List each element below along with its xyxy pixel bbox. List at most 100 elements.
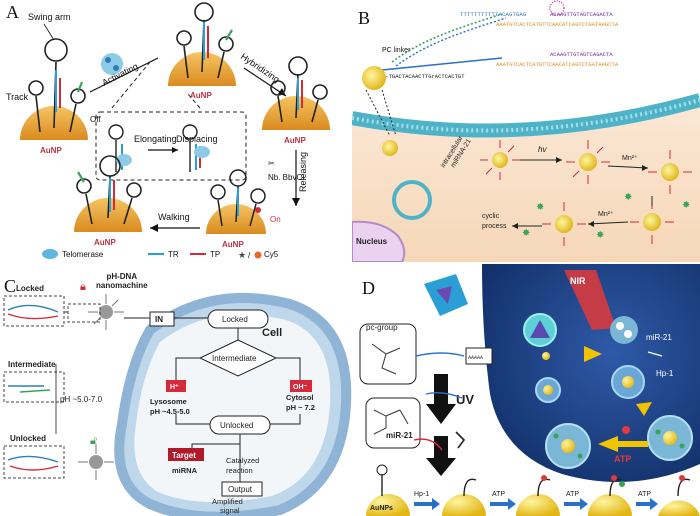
elongating-label: Elongating xyxy=(134,134,177,144)
off-label: Off xyxy=(90,115,101,124)
aunp-label-left: AuNP xyxy=(40,146,62,155)
cytosol-ph-label: pH ~ 7.2 xyxy=(286,403,315,412)
machine-locked xyxy=(99,305,113,319)
uv-label: UV xyxy=(456,392,474,407)
in-label: IN xyxy=(155,315,163,324)
mn-label: Mn²⁺ xyxy=(622,155,638,162)
output-box xyxy=(221,481,263,497)
catalyzed-label: Catalyzed xyxy=(226,456,259,465)
lock-icon: 🔒︎ xyxy=(80,281,86,293)
atp-label: ATP xyxy=(614,454,631,464)
walking-label: Walking xyxy=(158,212,190,222)
unlocked-label: Unlocked xyxy=(10,434,47,443)
hp1-label: Hp-1 xyxy=(656,369,674,378)
cytosol-label: Cytosol xyxy=(286,393,314,402)
panel-b: TTTTTTTTTTTACAGTGAG ACAAGTTGTAGTCAGACTA … xyxy=(352,0,700,262)
aunp-3 xyxy=(516,494,560,516)
intermediate-box xyxy=(3,371,65,403)
in-box xyxy=(149,311,175,327)
aunp-label-top: AuNP xyxy=(190,91,212,100)
unlock-icon: 🔓︎ xyxy=(90,435,97,447)
legend-tp: TP xyxy=(210,250,220,259)
svg-text:✸: ✸ xyxy=(536,202,544,213)
atp-bottom-1: ATP xyxy=(492,491,505,498)
panel-c: Cell pH ~5.0-7.0 🔒︎ 🔓︎ IN Lo xyxy=(0,264,352,516)
cell-cytoplasm xyxy=(352,100,700,262)
arrow-right xyxy=(584,346,602,362)
scissors-icon: ✂ xyxy=(268,159,275,168)
locked-box xyxy=(3,295,65,327)
flow-intermediate-label: Intermediate xyxy=(212,354,257,363)
oh-label: OH⁻ xyxy=(293,384,308,391)
atp-bottom-3: ATP xyxy=(638,491,651,498)
seq-5: T-TGACTACAACTTGrACTCACTGT xyxy=(382,73,465,80)
svg-text:TTTTTTTTTTTACAGTGAG: TTTTTTTTTTTACAGTGAG xyxy=(460,11,527,18)
nir-beam xyxy=(564,270,616,330)
panel-c-diagram: Cell pH ~5.0-7.0 🔒︎ 🔓︎ IN Lo xyxy=(3,281,352,516)
down-arrow-2 xyxy=(426,436,456,476)
legend-cy5: Cy5 xyxy=(264,250,279,259)
amplified-label: Amplified xyxy=(212,497,243,506)
telomerase-legend-icon xyxy=(42,249,58,259)
svg-text:/: / xyxy=(248,251,251,260)
panel-b-diagram: TTTTTTTTTTTACAGTGAG ACAAGTTGTAGTCAGACTA … xyxy=(352,0,700,262)
ph-dna-label: pH-DNA xyxy=(106,272,138,281)
panel-d: NIR ATP miR-21 Hp-1 pc-group xyxy=(352,264,700,516)
intermediate-label: Intermediate xyxy=(8,360,56,369)
on-label: On xyxy=(270,215,281,224)
locked-label: Locked xyxy=(16,284,45,293)
uv-arrow xyxy=(426,374,456,424)
cell-label: Cell xyxy=(262,327,282,339)
mir21-label: miR-21 xyxy=(386,431,413,440)
seq-2: AAATGTCACTCATGTTCAACATCAGTCTGATAAGCTA xyxy=(496,21,619,28)
nanoparticle-top xyxy=(362,66,386,90)
mirna-label: miRNA xyxy=(172,466,198,475)
aunp-5 xyxy=(658,500,700,516)
nir-label: NIR xyxy=(570,276,586,286)
hv-label: hv xyxy=(538,145,547,154)
output-label: Output xyxy=(228,485,253,494)
panel-a-label: A xyxy=(6,2,19,22)
panel-c-label: C xyxy=(4,276,17,296)
swing-arm-label: Swing arm xyxy=(28,12,71,22)
legend-tr: TR xyxy=(168,250,179,259)
endosome xyxy=(392,180,432,220)
target-badge xyxy=(168,448,204,461)
displacing-label: Displacing xyxy=(176,134,218,144)
arrow-down xyxy=(636,402,652,416)
atp-bottom-2: ATP xyxy=(566,491,579,498)
seq-1: ACAAGTTGTAGTCAGACTA xyxy=(550,11,613,18)
aunp-label-bl: AuNP xyxy=(94,238,116,247)
legend-telomerase: Telomerase xyxy=(62,250,104,259)
releasing-label: Releasing xyxy=(298,152,308,192)
pc-linker-label: PC linker xyxy=(382,47,411,54)
blue-arrows xyxy=(414,498,658,510)
nanomachine-label: nanomachine xyxy=(96,281,148,290)
panel-d-label: D xyxy=(362,278,375,298)
panel-a: Swing arm Track Off AuNP Activating AuNP… xyxy=(0,0,352,262)
h-label: H⁺ xyxy=(170,384,179,391)
nucleus xyxy=(352,220,406,262)
green-arm-left xyxy=(76,81,84,93)
pc-group-box xyxy=(359,323,417,385)
panel-d-diagram: NIR ATP miR-21 Hp-1 pc-group xyxy=(359,264,700,516)
process-label: process xyxy=(482,223,507,230)
svg-text:✸: ✸ xyxy=(596,230,604,241)
machine-unlocked xyxy=(89,455,103,469)
panel-b-label: B xyxy=(358,8,371,28)
intracellular-particles xyxy=(382,140,679,233)
svg-text:✸: ✸ xyxy=(522,228,530,239)
cyclic-label: cyclic xyxy=(482,213,500,220)
aunp-1 xyxy=(366,494,410,516)
svg-text:✸: ✸ xyxy=(624,192,632,203)
intermediate-diamond xyxy=(198,339,278,377)
aunp-4 xyxy=(588,494,632,516)
h-badge xyxy=(166,380,186,392)
elongating-box xyxy=(95,111,247,181)
oh-badge xyxy=(290,380,312,392)
hybridizing-label: Hybridizing xyxy=(239,51,282,84)
green-stars: ✸ ✸ ✸ ✸ ✸ xyxy=(522,192,690,241)
lysosome-label: Lysosome xyxy=(150,397,187,406)
cy5-icon xyxy=(254,251,262,259)
ph-range-label: pH ~5.0-7.0 xyxy=(60,395,103,404)
